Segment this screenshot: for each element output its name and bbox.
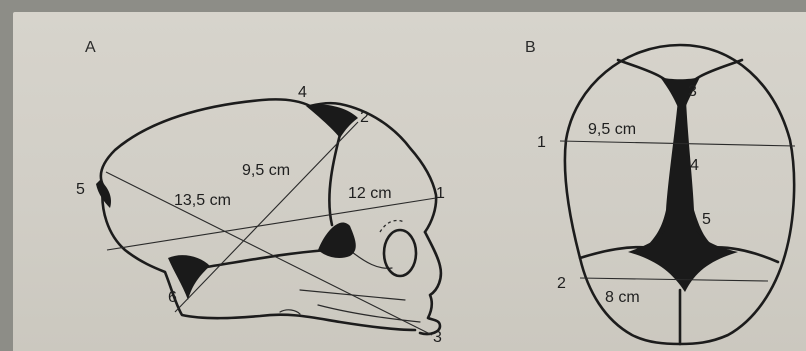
point-a-4: 4	[298, 84, 307, 101]
face-outline	[420, 232, 441, 334]
measure-label-13-5cm: 13,5 cm	[174, 192, 231, 209]
measure-label-12cm: 12 cm	[348, 185, 392, 202]
tooth-line	[280, 310, 300, 314]
panel-a-label: A	[85, 39, 96, 56]
sphenoidal-fontanelle	[318, 223, 356, 258]
measure-label-9-5cm-b: 9,5 cm	[588, 121, 636, 138]
anterior-fontanelle-lateral	[306, 104, 358, 138]
point-b-2: 2	[557, 275, 566, 292]
mandible-line	[318, 305, 420, 322]
point-a-2: 2	[360, 109, 369, 126]
posterior-fontanelle-top	[628, 226, 738, 292]
point-a-5: 5	[76, 181, 85, 198]
measure-label-8cm: 8 cm	[605, 289, 640, 306]
coronal-suture	[329, 123, 343, 225]
point-a-3: 3	[433, 329, 442, 346]
measure-label-9-5cm-a: 9,5 cm	[242, 162, 290, 179]
point-b-3: 3	[688, 83, 697, 100]
panel-b-label: B	[525, 39, 536, 56]
panel-a: A	[76, 39, 445, 346]
point-a-6: 6	[168, 289, 177, 306]
point-b-1: 1	[537, 134, 546, 151]
point-b-4: 4	[690, 157, 699, 174]
point-b-5: 5	[702, 211, 711, 228]
point-a-1: 1	[436, 185, 445, 202]
panel-b: B 9,5 cm 8 cm 1 2 3 4 5	[525, 39, 795, 344]
orbit-outline	[384, 230, 416, 276]
measure-line-8cm	[580, 278, 768, 281]
